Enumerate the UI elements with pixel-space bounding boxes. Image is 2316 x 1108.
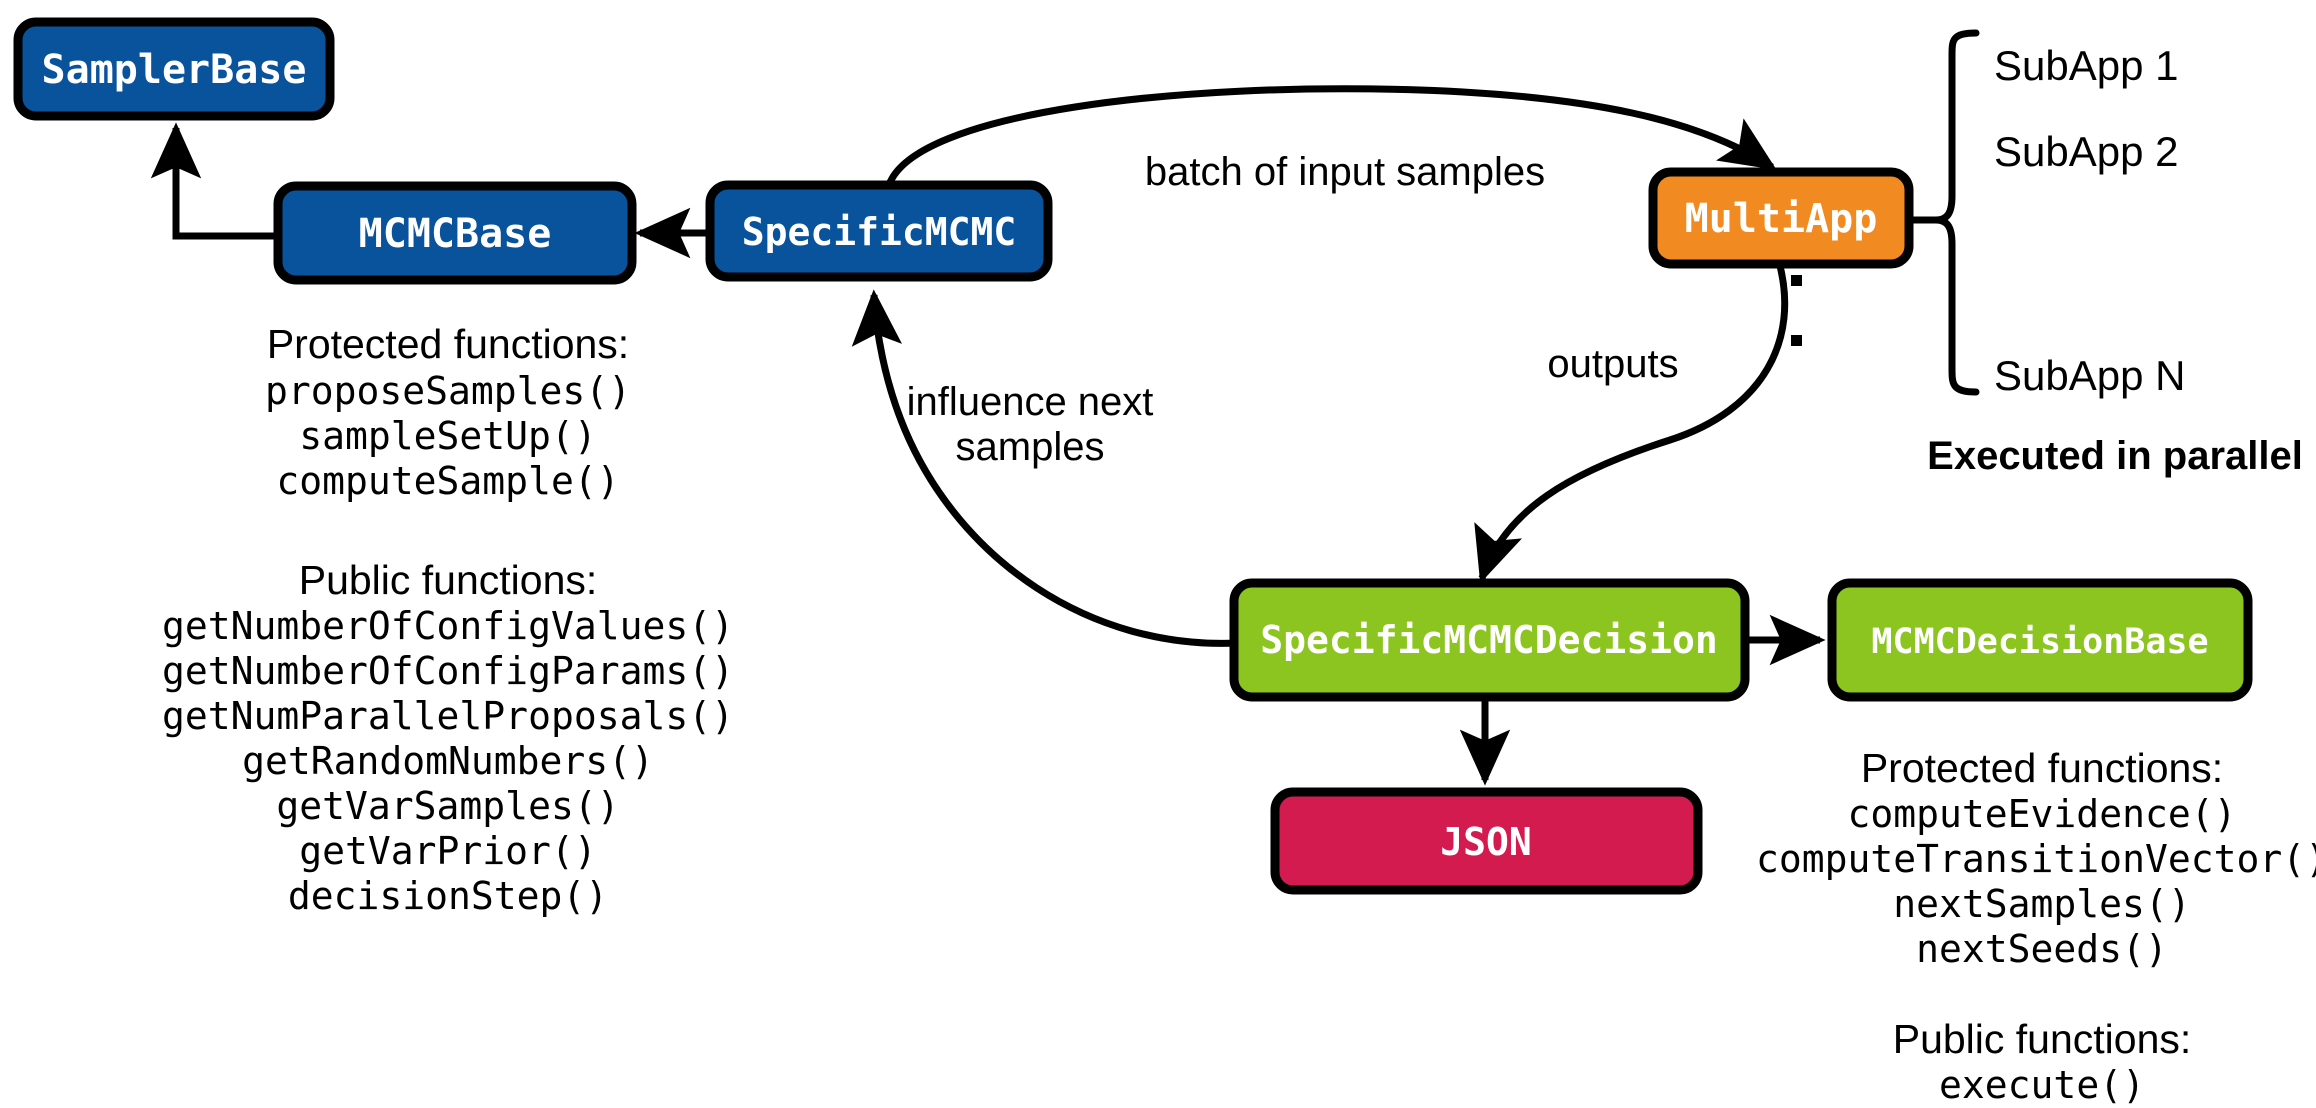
node-specific-mcmc[interactable]: SpecificMCMC	[705, 180, 1053, 282]
node-sampler-base-label: SamplerBase	[42, 47, 307, 93]
left-protected-fn-1: sampleSetUp()	[299, 414, 596, 458]
left-public-fn-2: getNumParallelProposals()	[162, 694, 734, 738]
left-public-fn-1: getNumberOfConfigParams()	[162, 649, 734, 693]
subapp-label-2: SubApp 2	[1994, 128, 2179, 175]
ellipsis-dot-2	[1791, 275, 1802, 286]
executed-in-parallel-caption: Executed in parallel	[1927, 434, 2303, 478]
right-protected-fn-1: computeTransitionVector()	[1756, 837, 2316, 881]
node-specific-mcmc-label: SpecificMCMC	[742, 210, 1017, 254]
left-public-fn-3: getRandomNumbers()	[242, 739, 654, 783]
left-protected-fn-2: computeSample()	[276, 459, 619, 503]
edge-label-outputs: outputs	[1547, 342, 1678, 386]
left-protected-fn-0: proposeSamples()	[265, 369, 631, 413]
node-multi-app[interactable]: MultiApp	[1648, 167, 1914, 269]
left-public-heading: Public functions:	[299, 557, 598, 603]
left-public-fn-0: getNumberOfConfigValues()	[162, 604, 734, 648]
ellipsis-dot-3	[1791, 335, 1802, 346]
right-protected-fn-2: nextSamples()	[1893, 882, 2190, 926]
node-mcmc-decision-base[interactable]: MCMCDecisionBase	[1827, 578, 2253, 702]
right-public-heading: Public functions:	[1893, 1016, 2192, 1062]
right-protected-heading: Protected functions:	[1861, 745, 2223, 791]
node-json-label: JSON	[1440, 820, 1532, 864]
edge-mcmcbase-to-samplerbase	[150, 122, 278, 240]
node-mcmc-decision-base-label: MCMCDecisionBase	[1871, 622, 2208, 662]
edge-outputs	[1474, 261, 1789, 584]
edge-label-influence-next-samples-line2: samples	[956, 425, 1105, 469]
right-protected-fn-0: computeEvidence()	[1848, 792, 2237, 836]
left-protected-heading: Protected functions:	[267, 321, 629, 367]
node-multi-app-label: MultiApp	[1685, 196, 1878, 242]
right-public-fn-0: execute()	[1939, 1063, 2145, 1107]
edge-influence-next-samples	[851, 289, 1239, 647]
edge-batch-of-input-samples	[885, 85, 1777, 187]
node-json[interactable]: JSON	[1270, 787, 1703, 895]
node-specific-mcmc-decision-label: SpecificMCMCDecision	[1260, 618, 1718, 662]
node-sampler-base[interactable]: SamplerBase	[13, 17, 335, 121]
edge-label-influence-next-samples-line1: influence next	[907, 380, 1154, 424]
right-protected-fn-3: nextSeeds()	[1916, 927, 2168, 971]
node-specific-mcmc-decision[interactable]: SpecificMCMCDecision	[1229, 578, 1750, 702]
left-public-fn-4: getVarSamples()	[276, 784, 619, 828]
subapp-label-1: SubApp 1	[1994, 42, 2179, 89]
edge-label-batch-of-input-samples: batch of input samples	[1145, 150, 1545, 194]
subapp-brace	[1932, 29, 1980, 396]
node-mcmc-base-label: MCMCBase	[359, 211, 552, 257]
subapp-label-n: SubApp N	[1994, 352, 2185, 399]
left-public-fn-6: decisionStep()	[288, 874, 608, 918]
node-mcmc-base[interactable]: MCMCBase	[273, 181, 637, 285]
left-public-fn-5: getVarPrior()	[299, 829, 596, 873]
